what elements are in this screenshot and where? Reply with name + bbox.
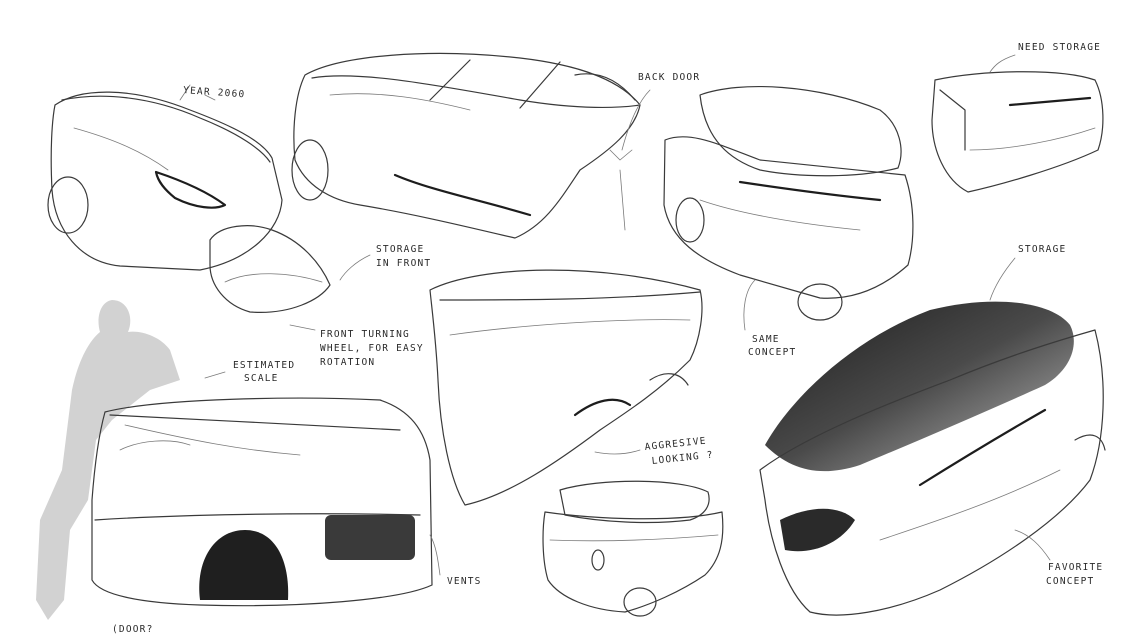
sketch-rear-view [931, 71, 1104, 193]
person-silhouette [36, 300, 180, 620]
label-same-concept-1: SAME [752, 334, 780, 345]
label-favorite-2: CONCEPT [1046, 576, 1094, 587]
sketch-big-van [91, 397, 433, 607]
label-estimated-2: SCALE [244, 373, 279, 384]
sketch-pod-blue [291, 52, 641, 239]
label-front-turning-3: ROTATION [320, 357, 375, 368]
label-front-turning-1: FRONT TURNING [320, 329, 410, 340]
label-vents: VENTS [447, 576, 482, 587]
annotation-leaders [204, 54, 1051, 576]
label-storage-front-2: IN FRONT [376, 258, 431, 269]
label-aggressive-2: LOOKING ? [651, 450, 714, 467]
label-same-concept-2: CONCEPT [748, 347, 796, 358]
label-front-turning-2: WHEEL, FOR EASY [320, 343, 424, 354]
annotation-labels: YEAR 2060 BACK DOOR NEED STORAGE STORAGE… [112, 42, 1103, 635]
sketch-aggressive [429, 269, 703, 506]
label-door: (DOOR? [112, 624, 154, 635]
sketch-favorite-concept [759, 301, 1106, 616]
sketch-box-storage [663, 85, 914, 321]
sketch-van-top-left [47, 84, 331, 313]
label-year: YEAR 2060 [183, 85, 246, 100]
label-storage-right: STORAGE [1018, 244, 1066, 255]
label-estimated-1: ESTIMATED [233, 360, 295, 371]
label-back-door: BACK DOOR [638, 72, 700, 83]
sketch-small-cart [542, 480, 724, 617]
label-storage-front-1: STORAGE [376, 244, 424, 255]
label-favorite-1: FAVORITE [1048, 562, 1103, 573]
label-need-storage: NEED STORAGE [1018, 42, 1101, 53]
